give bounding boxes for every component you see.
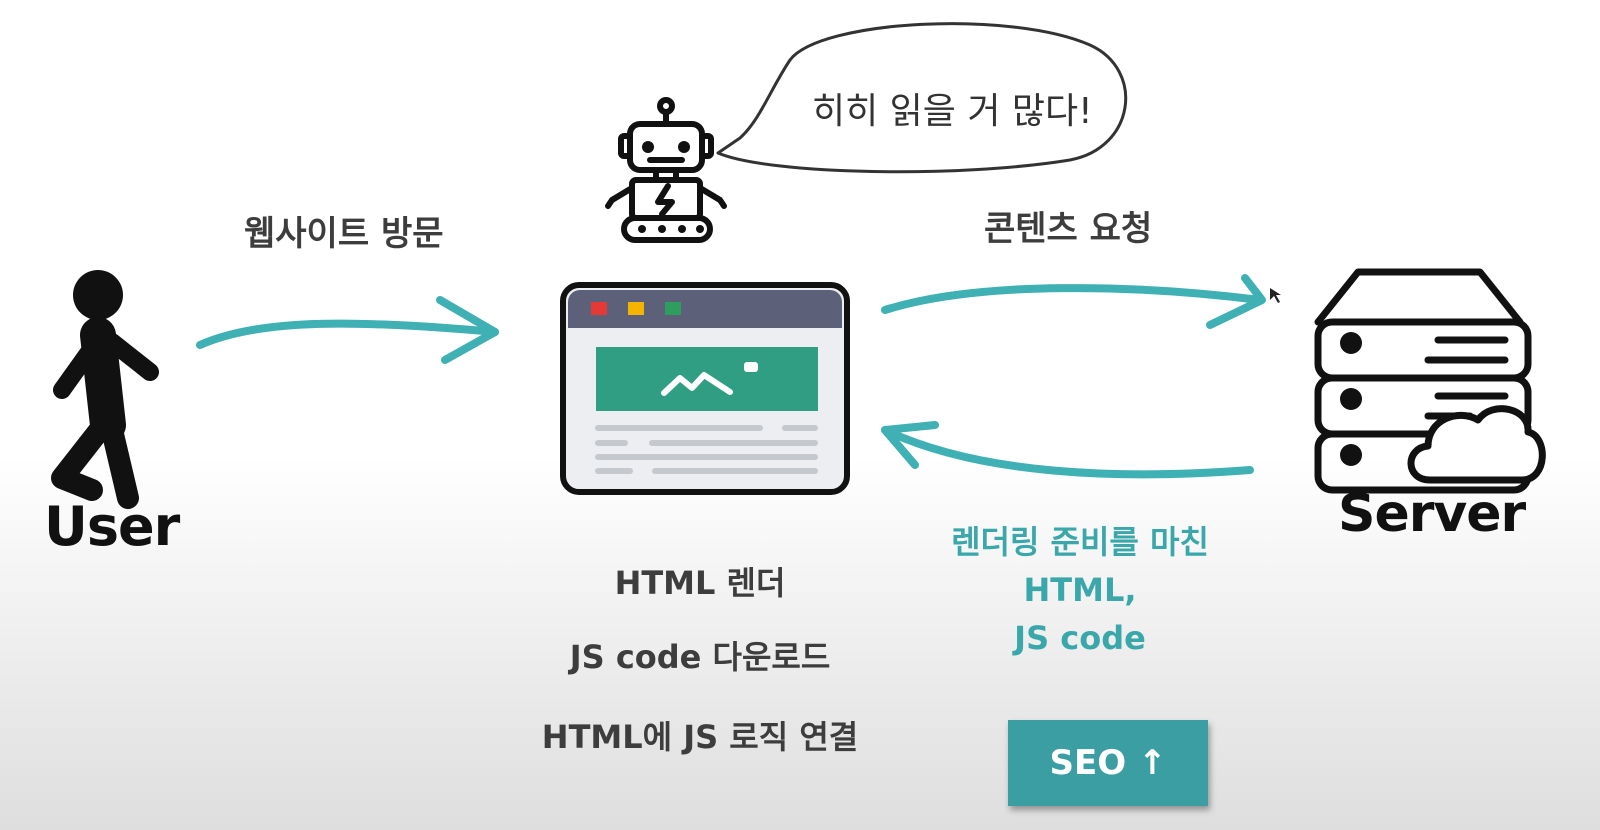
cloud-icon <box>1407 405 1546 484</box>
response-line-3: JS code <box>1014 619 1146 657</box>
browser-step-download: JS code 다운로드 <box>569 638 831 676</box>
response-line-2: HTML, <box>1023 571 1137 609</box>
seo-up-badge: SEO ↑ <box>1008 720 1208 806</box>
response-label: 렌더링 준비를 마친 HTML, JS code <box>930 518 1230 662</box>
browser-step-render: HTML 렌더 <box>614 564 786 602</box>
arrowhead-user-to-browser <box>436 296 499 364</box>
response-line-1: 렌더링 준비를 마친 <box>951 523 1209 561</box>
seo-up-label: SEO ↑ <box>1049 743 1167 783</box>
arrow-label-request: 콘텐츠 요청 <box>984 209 1153 249</box>
arrow-server-to-browser <box>881 426 1254 479</box>
arrow-browser-to-server <box>881 284 1264 314</box>
browser-dot-yellow <box>628 302 644 315</box>
arrowhead-server-to-browser <box>881 421 939 469</box>
browser-dot-red <box>591 302 607 315</box>
arrow-label-visit: 웹사이트 방문 <box>244 214 444 254</box>
user-label: User <box>44 495 180 558</box>
browser-dot-green <box>665 302 681 315</box>
browser-step-connect: HTML에 JS 로직 연결 <box>541 718 859 756</box>
arrowhead-browser-to-server <box>1206 274 1266 329</box>
arrow-user-to-browser <box>196 319 499 349</box>
server-label: Server <box>1338 484 1526 544</box>
mouse-cursor-icon <box>1270 288 1281 303</box>
speech-bubble-text: 히히 읽을 거 많다! <box>812 91 1093 132</box>
